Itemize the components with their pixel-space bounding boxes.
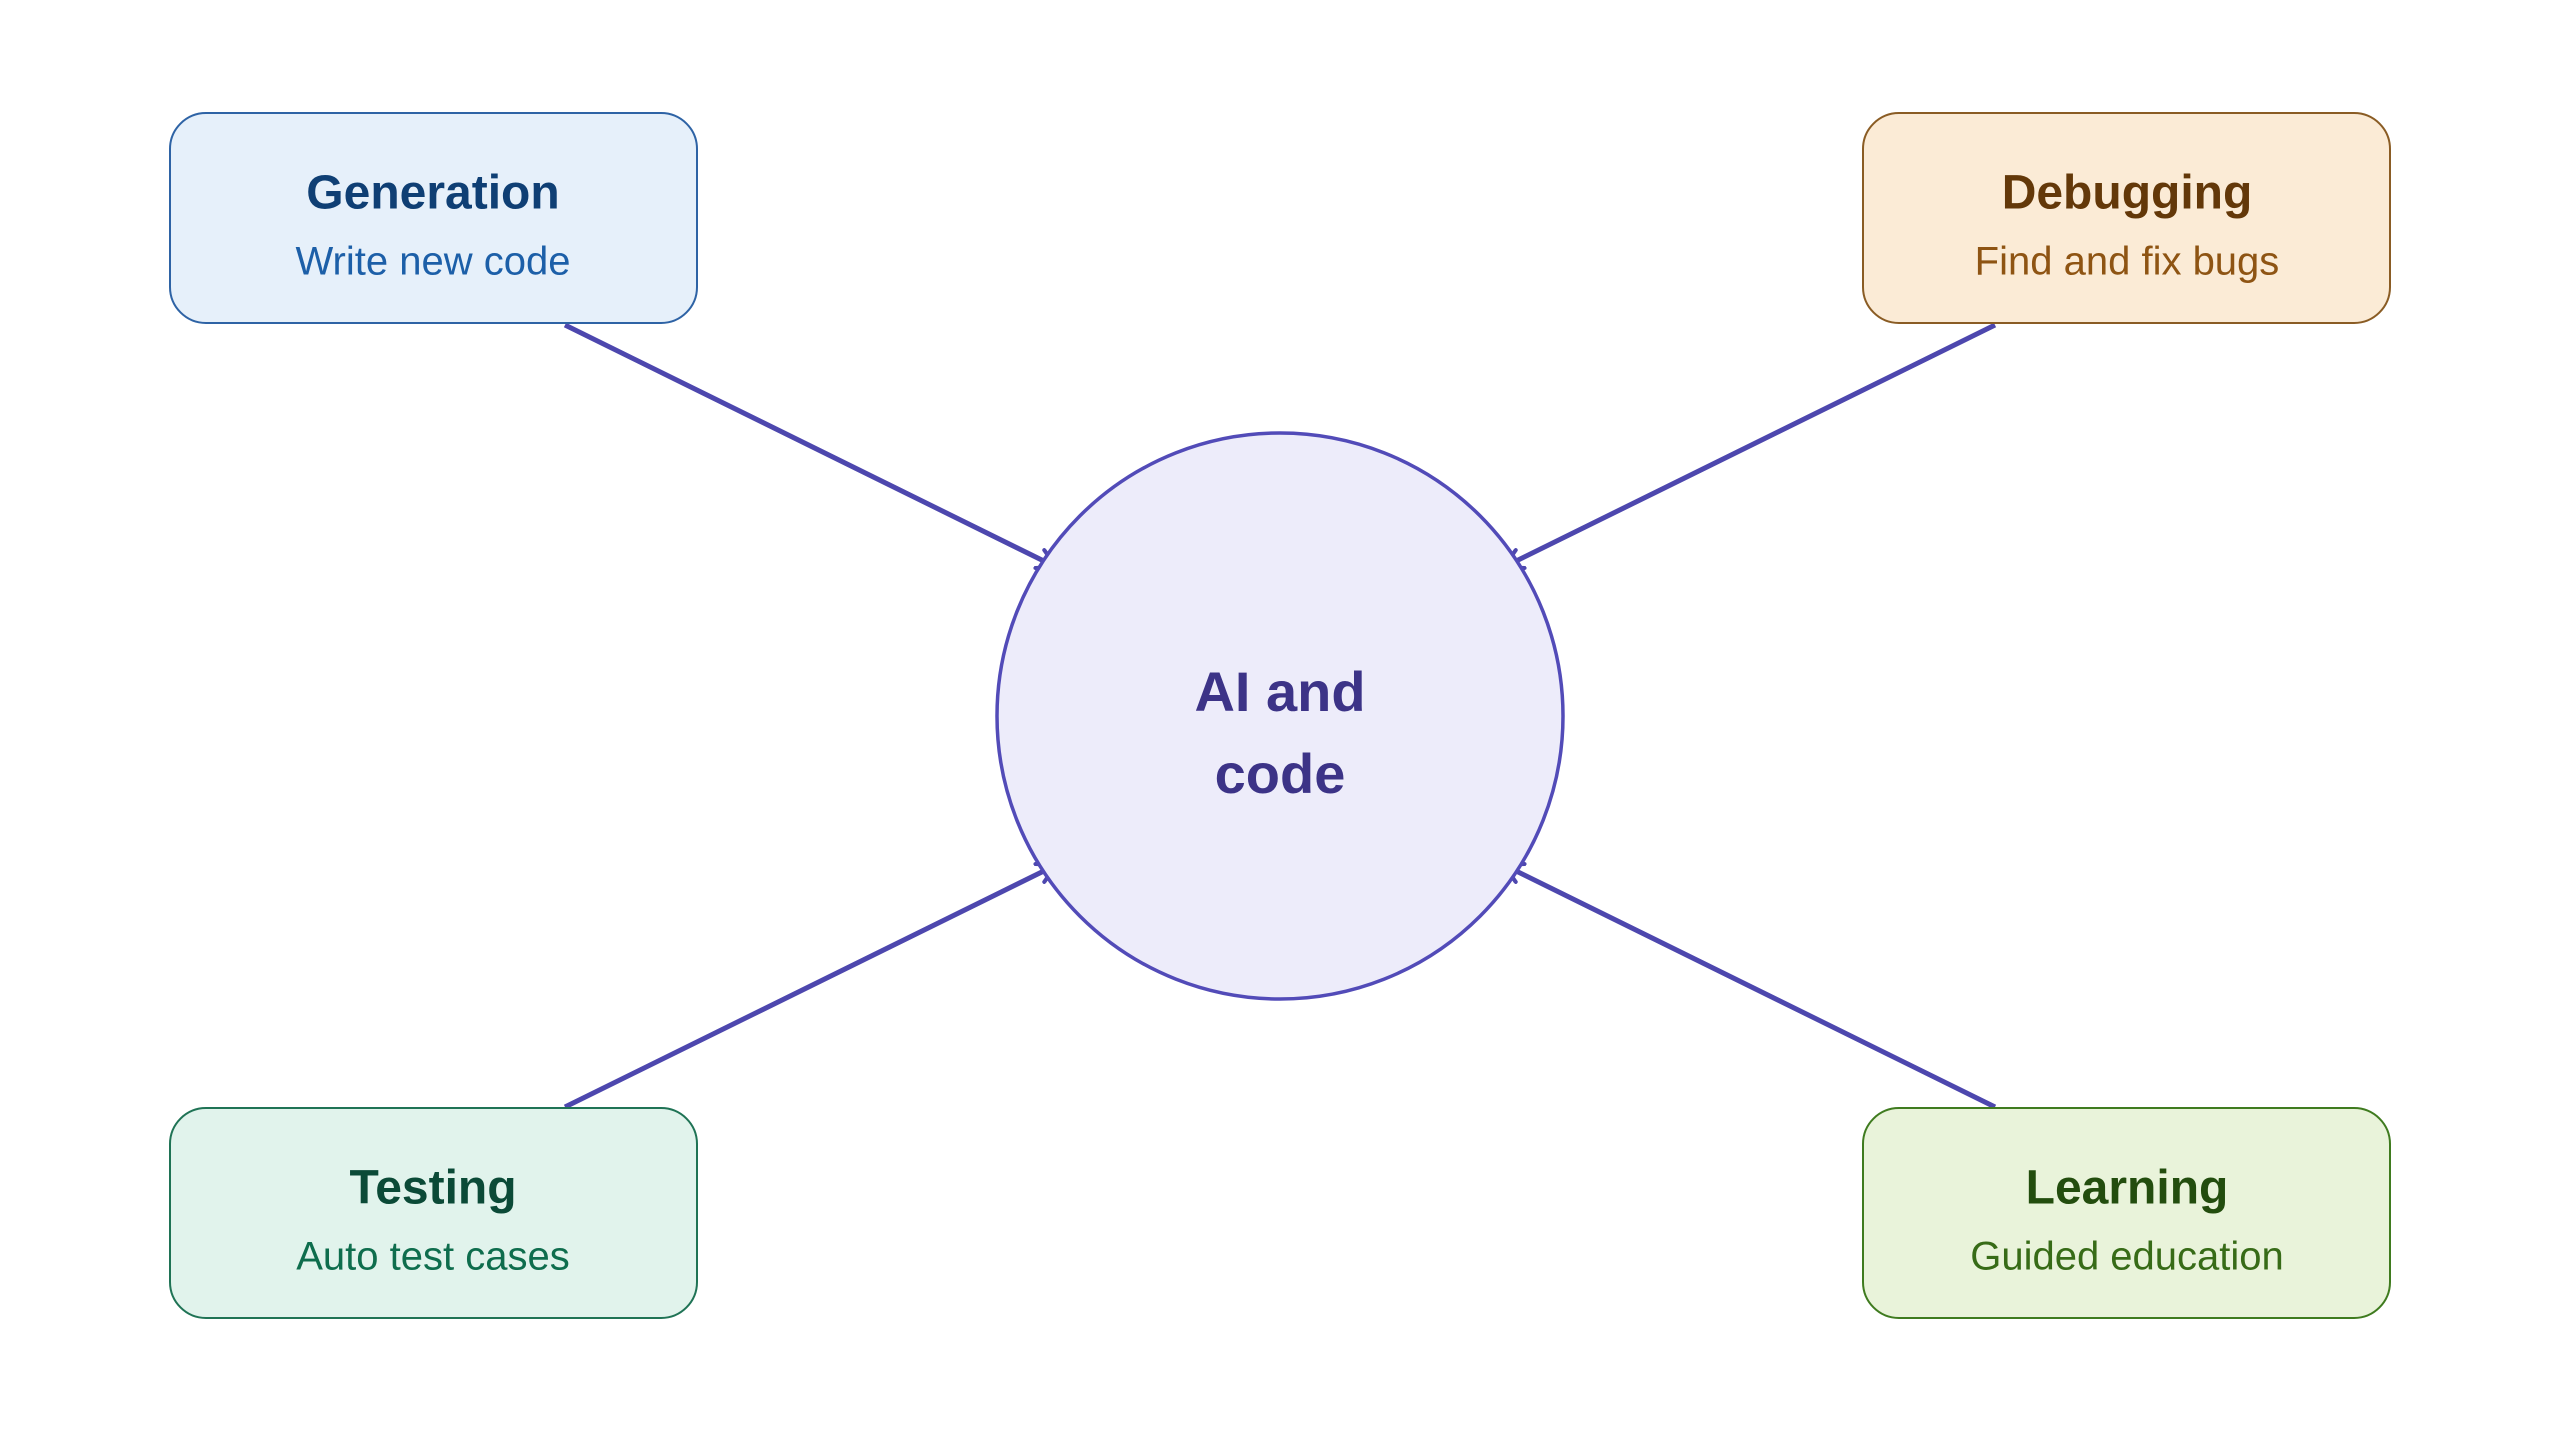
node-learning-subtitle: Guided education <box>1970 1235 2284 1279</box>
node-generation-box <box>169 112 698 324</box>
node-learning-title: Learning <box>2026 1162 2229 1215</box>
center-node[interactable]: AI and code <box>995 431 1565 1001</box>
node-generation[interactable]: Generation Write new code <box>169 112 698 324</box>
arrow-debugging-to-center <box>1502 322 1997 571</box>
node-testing-subtitle: Auto test cases <box>296 1235 569 1279</box>
arrow-learning-to-center <box>1502 861 1997 1110</box>
edges <box>563 322 1997 1110</box>
node-debugging-subtitle: Find and fix bugs <box>1975 240 2280 284</box>
node-testing[interactable]: Testing Auto test cases <box>169 1107 698 1319</box>
center-label-line2: code <box>1215 742 1346 805</box>
node-debugging[interactable]: Debugging Find and fix bugs <box>1862 112 2391 324</box>
node-learning-box <box>1862 1107 2391 1319</box>
node-testing-title: Testing <box>349 1162 516 1215</box>
node-learning[interactable]: Learning Guided education <box>1862 1107 2391 1319</box>
center-circle <box>995 431 1565 1001</box>
arrow-testing-to-center <box>563 861 1058 1110</box>
node-generation-title: Generation <box>306 167 559 220</box>
node-debugging-box <box>1862 112 2391 324</box>
node-testing-box <box>169 1107 698 1319</box>
arrow-generation-to-center <box>563 322 1058 571</box>
node-generation-subtitle: Write new code <box>296 240 571 284</box>
center-label-line1: AI and <box>1194 660 1365 723</box>
node-debugging-title: Debugging <box>2002 167 2253 220</box>
